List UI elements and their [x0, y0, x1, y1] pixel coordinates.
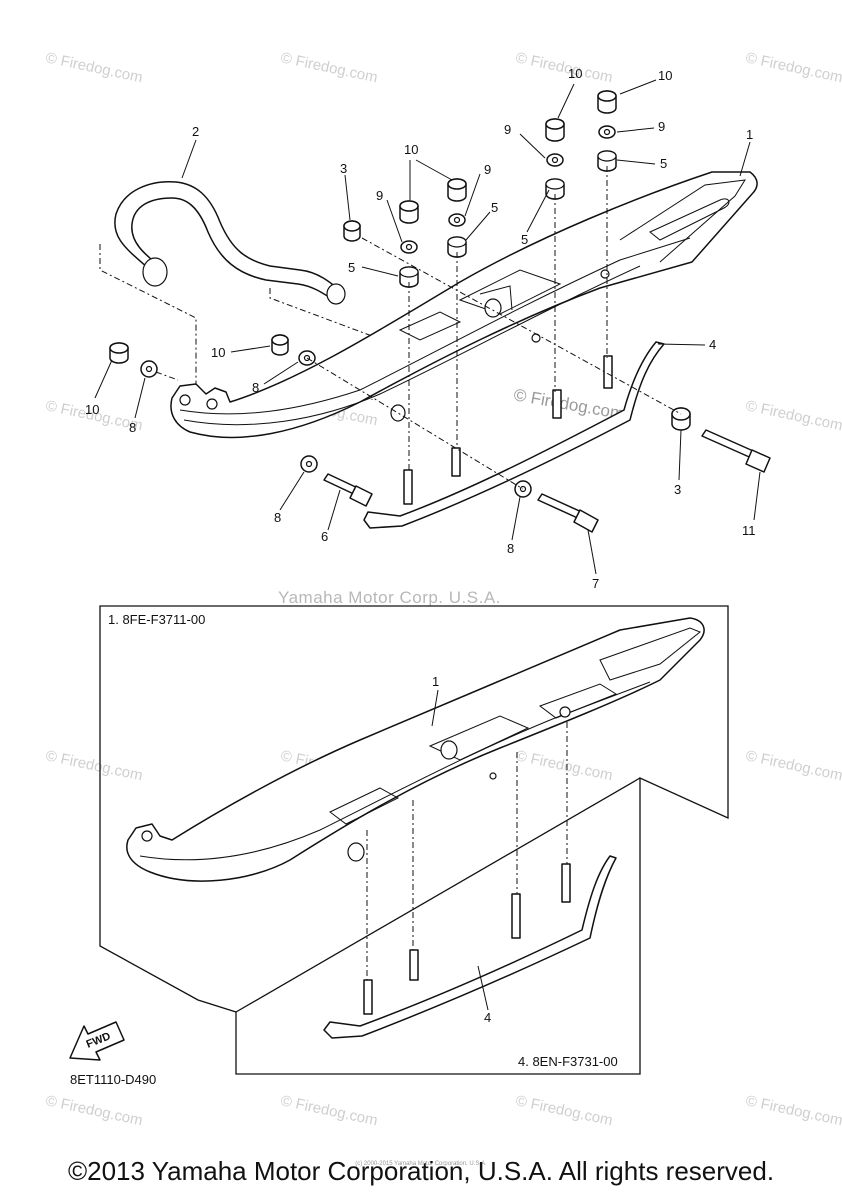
watermark: © Firedog.com: [514, 49, 614, 86]
brand-watermark: Yamaha Motor Corp. U.S.A.: [278, 588, 501, 607]
callout-spacer-d: 5: [348, 260, 355, 275]
inset-ski: [126, 617, 705, 882]
inset-callout-ski: 1: [432, 674, 439, 689]
alignment-lines: [155, 166, 682, 490]
callout-washer-9a: 9: [504, 122, 511, 137]
callout-spacer-a: 5: [491, 200, 498, 215]
inset-callout-runner: 4: [484, 1010, 491, 1025]
watermark: © Firedog.com: [44, 747, 144, 784]
callout-bolt-center: 7: [592, 576, 599, 591]
parts-diagram: © Firedog.com © Firedog.com © Firedog.co…: [44, 49, 842, 1129]
callout-spacer-b: 5: [521, 232, 528, 247]
watermark: © Firedog.com: [514, 1092, 614, 1129]
callout-nut-10c: 10: [658, 68, 672, 83]
callout-washer-9b: 9: [658, 119, 665, 134]
callout-washer-9d: 9: [484, 162, 491, 177]
callout-washer-9c: 9: [376, 188, 383, 203]
ski: [170, 171, 758, 439]
callout-washer-right: 8: [507, 541, 514, 556]
copyright-footer: ©2013 Yamaha Motor Corporation, U.S.A. A…: [67, 1156, 775, 1186]
callout-handle: 2: [192, 124, 199, 139]
watermark: © Firedog.com: [744, 397, 842, 434]
callout-washer-front: 8: [129, 420, 136, 435]
tiny-print: (c) 2000-2015 Yamaha Motor Corporation, …: [355, 1161, 487, 1167]
inset-runner: [323, 855, 617, 1039]
diagram-code: 8ET1110-D490: [70, 1072, 156, 1087]
watermark: © Firedog.com: [44, 49, 144, 86]
inset-upper-frame: [99, 605, 729, 1075]
callout-collar-upper: 3: [340, 161, 347, 176]
inset-assembly: 1. 8FE-F3711-00 4. 8EN-F3731-00 1 4: [99, 605, 729, 1075]
inset-lower-frame: [235, 777, 641, 1013]
watermark: © Firedog.com: [279, 49, 379, 86]
callout-layer: 2 1 3 10 10 10 9 9 9 9 5 5 5 5 10 8 10 8…: [85, 66, 756, 591]
callout-ski: 1: [746, 127, 753, 142]
callout-bolt-left: 6: [321, 529, 328, 544]
callout-nut-10d: 10: [211, 345, 225, 360]
callout-spacer-c: 5: [660, 156, 667, 171]
callout-nut-10a: 10: [404, 142, 418, 157]
callout-collar-right: 3: [674, 482, 681, 497]
watermark: © Firedog.com: [279, 1092, 379, 1129]
leader-lines: [94, 79, 761, 575]
watermark: © Firedog.com: [44, 1092, 144, 1129]
callout-nut-10b: 10: [568, 66, 582, 81]
callout-washer-left: 8: [252, 380, 259, 395]
watermark: © Firedog.com: [514, 747, 614, 784]
watermark: © Firedog.com: [744, 1092, 842, 1129]
hardware-stacks: [109, 90, 771, 533]
watermark: © Firedog.com: [744, 747, 842, 784]
callout-nut-10e: 10: [85, 402, 99, 417]
callout-runner: 4: [709, 337, 716, 352]
callout-washer-mid: 8: [274, 510, 281, 525]
fwd-arrow-icon: FWD: [69, 1021, 125, 1061]
inset-upper-label: 1. 8FE-F3711-00: [108, 612, 205, 627]
inset-lower-label: 4. 8EN-F3731-00: [518, 1054, 618, 1069]
watermark: © Firedog.com: [744, 49, 842, 86]
callout-bolt-right: 11: [742, 523, 756, 538]
